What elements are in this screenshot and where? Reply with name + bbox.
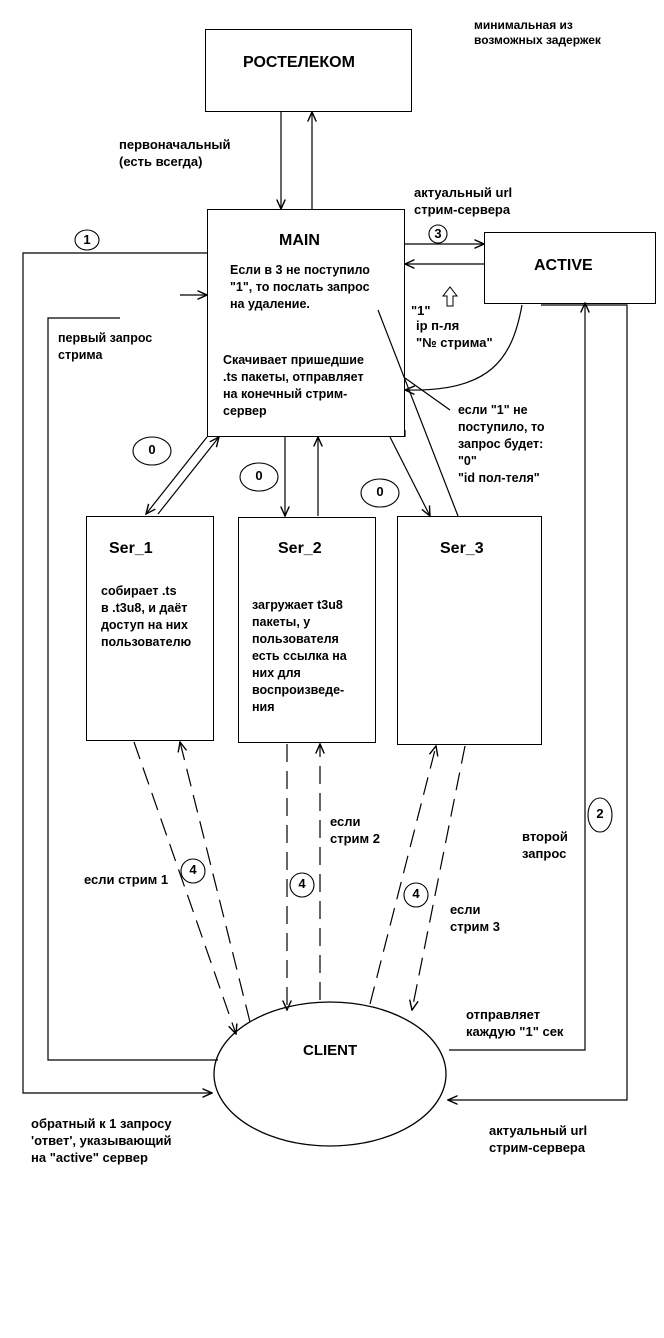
note-actual-url-bottom: актуальный url стрим-сервера (489, 1123, 588, 1155)
small-up-arrow (441, 286, 459, 307)
num-3: 3 (434, 226, 442, 241)
note-ser1-desc: собирает .ts в .t3u8, и даёт доступ на н… (101, 584, 192, 649)
line-main-to-ser3 (377, 309, 459, 517)
num-4-c: 4 (412, 886, 420, 901)
circle-1 (74, 229, 100, 251)
circle-2 (587, 797, 613, 833)
arrow-active-curve-to-main (405, 304, 523, 390)
client-ellipse (213, 1001, 447, 1147)
loop-2-second-request (449, 303, 585, 1051)
active-label: ACTIVE (534, 257, 593, 274)
loop-active-url (448, 304, 628, 1100)
circle-4-a (180, 858, 206, 884)
dash-client-to-ser1 (180, 742, 251, 1023)
dash-client-to-ser3 (369, 746, 436, 1005)
arrow-ser1-to-main (157, 437, 219, 515)
note-ser2-desc: загружает t3u8 пакеты, у пользователя ес… (252, 598, 347, 714)
note-min-delay: минимальная из возможных задержек (474, 18, 601, 47)
note-second-request: второй запрос (522, 829, 568, 861)
main-box (207, 209, 405, 437)
ser3-label: Ser_3 (440, 540, 484, 557)
note-actual-url-top: актуальный url стрим-сервера (414, 185, 513, 217)
num-0-c: 0 (376, 484, 384, 499)
circle-3 (428, 224, 448, 244)
ser2-box (238, 517, 376, 743)
note-if-stream1: если стрим 1 (84, 872, 169, 887)
note-initial: первоначальный (есть всегда) (119, 137, 231, 169)
note-reply: обратный к 1 запросу 'ответ', указывающи… (31, 1116, 172, 1165)
num-0-a: 0 (148, 442, 156, 457)
note-if-stream3: если стрим 3 (450, 902, 500, 934)
arrow-main-to-ser1 (146, 436, 208, 514)
note-sends-every: отправляет каждую "1" сек (466, 1007, 564, 1039)
note-one-quote: "1" (411, 303, 431, 318)
ser2-label: Ser_2 (278, 540, 322, 557)
num-1: 1 (83, 232, 91, 247)
arrow-main-to-ser3 (389, 436, 430, 516)
note-if-stream2: если стрим 2 (330, 814, 380, 846)
num-0-b: 0 (255, 468, 263, 483)
note-main-download: Скачивает пришедшие .ts пакеты, отправля… (223, 353, 364, 418)
num-4-b: 4 (298, 876, 306, 891)
rostelecom-box (205, 29, 412, 112)
note-ip-stream: ip п-ля "№ стрима" (416, 318, 493, 350)
loop-1-outer (22, 252, 212, 1093)
main-label: MAIN (279, 232, 320, 249)
rostelecom-label: РОСТЕЛЕКОМ (243, 54, 355, 71)
line-note-to-main (404, 377, 451, 411)
note-if-not-one: если "1" не поступило, то запрос будет: … (458, 403, 545, 485)
note-main-if3: Если в 3 не поступило "1", то послать за… (230, 263, 370, 311)
client-label: CLIENT (303, 1042, 358, 1059)
circle-4-c (403, 882, 429, 908)
loop-first-request (47, 317, 218, 1061)
ser3-box (397, 516, 542, 745)
ser1-label: Ser_1 (109, 540, 153, 557)
note-first-request: первый запрос стрима (58, 331, 153, 362)
circle-0-c (360, 478, 400, 508)
ser1-box (86, 516, 214, 741)
active-box (484, 232, 656, 304)
dash-ser1-to-client (133, 741, 236, 1034)
circle-0-a (132, 436, 172, 466)
circle-4-b (289, 872, 315, 898)
dash-ser3-to-client (412, 745, 466, 1010)
circle-0-b (239, 462, 279, 492)
num-4-a: 4 (189, 862, 197, 877)
num-2: 2 (596, 806, 604, 821)
